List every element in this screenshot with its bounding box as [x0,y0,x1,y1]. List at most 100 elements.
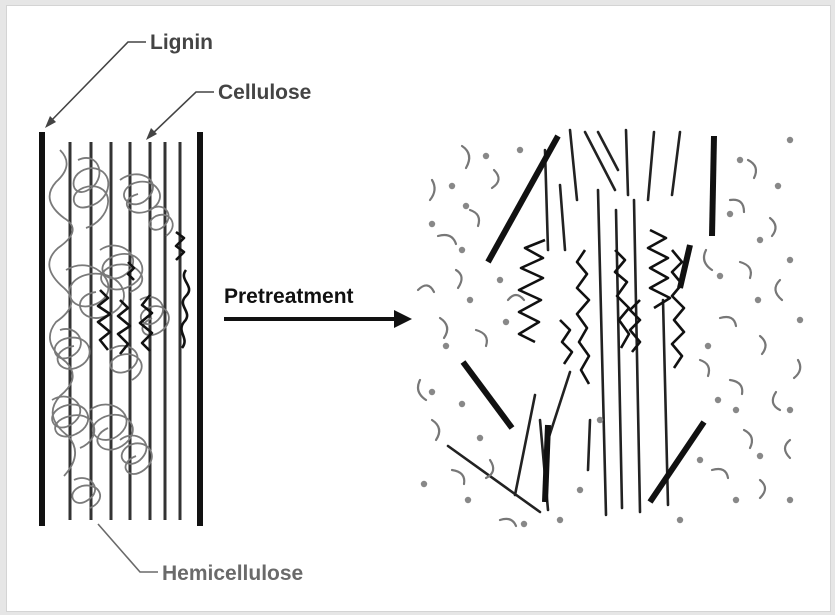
hemicellulose-dot [557,517,563,523]
hemicellulose-fragment [760,480,765,498]
disrupted-biomass [418,130,803,527]
hemicellulose-fragment [456,270,462,288]
label-hemicellulose: Hemicellulose [162,562,303,585]
hemicellulose-fragment [462,146,469,168]
hemicellulose-dot [597,417,603,423]
hemicellulose-dot [577,487,583,493]
hemicellulose-dot [755,297,761,303]
hemicellulose-fragment [775,280,782,300]
hemicellulose-strand [110,346,142,380]
hemicellulose-dot [787,137,793,143]
hemicellulose-fragment [720,317,736,326]
hemicellulose-fragment [744,430,752,448]
hemicellulose-dot [757,453,763,459]
hemicellulose-dot [421,481,427,487]
lignin-fragment [650,422,704,502]
hemicellulose-dot [503,319,509,325]
label-lignin: Lignin [150,31,213,54]
cellulose-fiber [672,132,680,195]
hemicellulose-fragment [700,360,709,376]
hemicellulose-fragment [730,200,744,212]
cellulose-fiber [588,420,590,470]
hemicellulose-fragment [432,420,439,440]
hemicellulose-strand [55,329,90,369]
hemicellulose-dot [467,297,473,303]
cellulose-fiber [570,130,577,200]
hemicellulose-fragment [440,318,447,338]
cellulose-leader [150,92,214,136]
hemicellulose-fragment [712,469,728,478]
hemicellulose-fragment [476,330,487,346]
hemicellulose-fragments [418,146,800,526]
intact-biomass-bundle [42,132,200,526]
hemicellulose-strand [120,435,152,474]
hemicellulose-fragment [785,440,790,458]
cellulose-fiber [634,200,640,512]
hemicellulose-dot [727,211,733,217]
hemicellulose-leader [98,524,158,572]
cellulose-fiber [626,130,628,195]
hemicellulose-dot [775,183,781,189]
hemicellulose-fragment [508,295,524,300]
hemicellulose-strand [52,397,94,448]
lignin-strand [560,320,572,364]
hemicellulose-fragment [748,160,756,178]
lignin-strand [648,230,670,308]
hemicellulose-fragment [452,470,464,484]
hemicellulose-dot [787,257,793,263]
hemicellulose-fragment [438,235,456,244]
hemicellulose-fragment [730,380,742,394]
hemicellulose-dot [797,317,803,323]
hemicellulose-fragment [740,262,751,278]
hemicellulose-dot [429,389,435,395]
hemicellulose-fragment [760,336,766,354]
hemicellulose-dot [459,401,465,407]
hemicellulose-dot [717,273,723,279]
hemicellulose-dot [705,343,711,349]
cellulose-fiber [548,372,570,440]
hemicellulose-fragment [418,285,434,292]
cellulose-fiber [648,132,654,200]
hemicellulose-dot [517,147,523,153]
hemicellulose-dot [733,407,739,413]
hemicellulose-dot [521,521,527,527]
label-pretreatment: Pretreatment [224,285,354,308]
pretreatment-arrow-head [394,310,412,328]
hemicellulose-dot [715,397,721,403]
hemicellulose-fragment [492,170,499,188]
hemicellulose-strand [66,265,124,318]
hemicellulose-fragment [500,519,516,526]
label-cellulose: Cellulose [218,81,311,104]
cellulose-fiber [598,190,606,515]
hemicellulose-dot [443,343,449,349]
hemicellulose-dot [459,247,465,253]
hemicellulose-dot [477,435,483,441]
hemicellulose-fragment [770,218,776,236]
hemicellulose-dot [757,237,763,243]
hemicellulose-dot [787,497,793,503]
cellulose-fiber [515,395,535,495]
lignin-leader [49,42,146,123]
lignin-strand [577,250,589,384]
cellulose-fiber [585,132,615,190]
hemicellulose-dot [697,457,703,463]
hemicellulose-strand [150,207,173,236]
hemicellulose-dot [497,277,503,283]
hemicellulose-fragment [418,380,426,400]
hemicellulose-fragment [773,392,780,410]
cellulose-fiber [545,150,548,250]
lignin-fragment [463,362,512,428]
hemicellulose-dot [737,157,743,163]
hemicellulose-dot [465,497,471,503]
lignin-strand [181,270,189,348]
hemicellulose-fragment [794,360,800,378]
hemicellulose-dot [463,203,469,209]
hemicellulose-fragment [430,180,435,200]
hemicellulose-dot [449,183,455,189]
hemicellulose-dot [733,497,739,503]
hemicellulose-dot [787,407,793,413]
hemicellulose-dot [677,517,683,523]
hemicellulose-dot [429,221,435,227]
